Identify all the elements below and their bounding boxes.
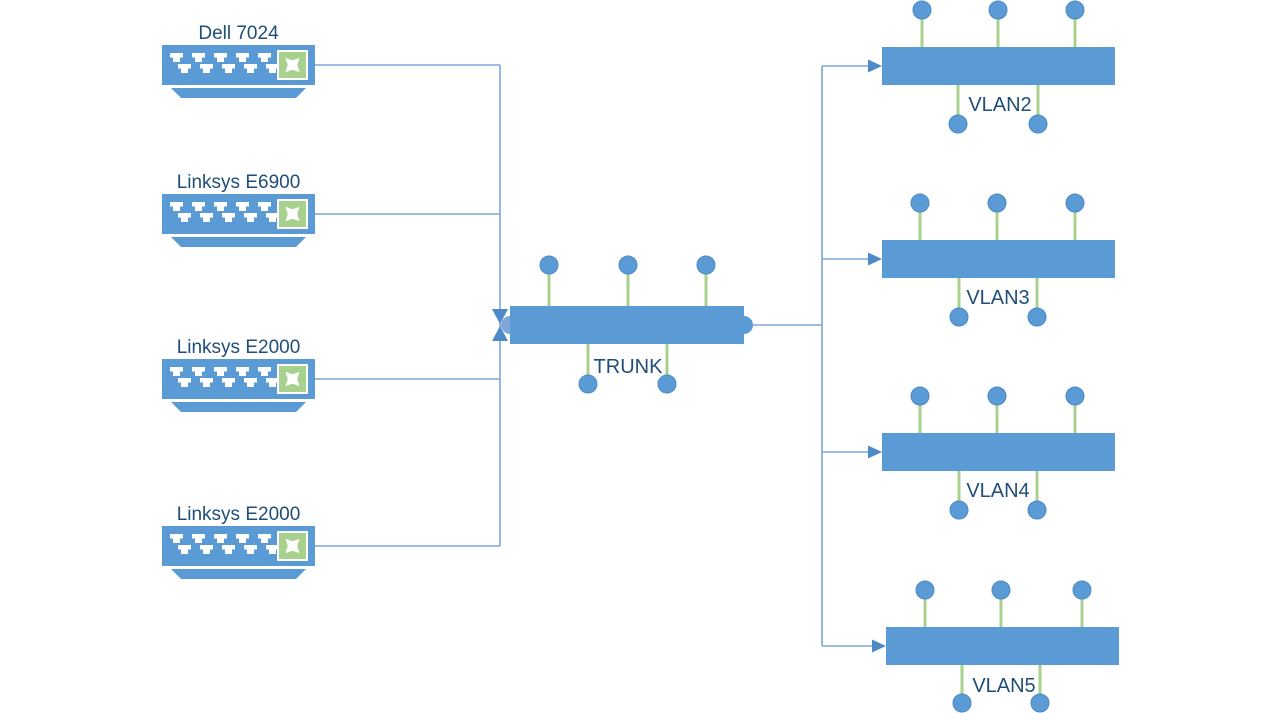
vlan-node bbox=[949, 500, 969, 520]
switch-label: Linksys E6900 bbox=[177, 172, 301, 193]
trunk-node bbox=[578, 374, 598, 394]
vlan-node bbox=[1065, 386, 1085, 406]
vlan-node bbox=[948, 114, 968, 134]
vlan5-segment: VLAN5 bbox=[886, 580, 1119, 713]
trunk-label: TRUNK bbox=[594, 356, 664, 378]
vlan-bar bbox=[882, 240, 1115, 278]
vlan-node bbox=[912, 0, 932, 20]
vlan-node bbox=[915, 580, 935, 600]
left-connector-nub-icon bbox=[501, 316, 510, 334]
vlan-bar bbox=[882, 47, 1115, 85]
trunk-segment: TRUNK bbox=[501, 255, 753, 394]
vlan-node bbox=[1027, 307, 1047, 327]
switch-device-2: Linksys E6900 bbox=[162, 172, 315, 247]
vlan-node bbox=[1072, 580, 1092, 600]
trunk-node bbox=[539, 255, 559, 275]
vlan-node bbox=[910, 386, 930, 406]
vlan-bar bbox=[886, 627, 1119, 665]
vlan3-segment: VLAN3 bbox=[882, 193, 1115, 327]
arrowhead-right-icon bbox=[872, 639, 886, 653]
vlan4-segment: VLAN4 bbox=[882, 386, 1115, 520]
switch-device-3: Linksys E2000 bbox=[162, 337, 315, 412]
arrowhead-right-icon bbox=[868, 445, 882, 459]
trunk-bar bbox=[510, 306, 744, 344]
switch-label: Dell 7024 bbox=[198, 23, 279, 44]
trunk-node bbox=[618, 255, 638, 275]
vlan-node bbox=[1030, 693, 1050, 713]
switch-device-4: Linksys E2000 bbox=[162, 504, 315, 579]
vlan-label: VLAN4 bbox=[966, 480, 1029, 502]
right-connector-nub-icon bbox=[744, 316, 753, 334]
switch-label: Linksys E2000 bbox=[177, 504, 301, 525]
vlan2-segment: VLAN2 bbox=[882, 0, 1115, 134]
vlan-node bbox=[987, 193, 1007, 213]
vlan-node bbox=[1027, 500, 1047, 520]
vlan-label: VLAN5 bbox=[972, 675, 1035, 697]
vlan-node bbox=[910, 193, 930, 213]
arrowhead-down-icon bbox=[492, 309, 508, 324]
vlan-node bbox=[987, 386, 1007, 406]
left-bus-connectors bbox=[315, 64, 508, 547]
arrowhead-right-icon bbox=[868, 59, 882, 73]
vlan-node bbox=[991, 580, 1011, 600]
vlan-node bbox=[988, 0, 1008, 20]
vlan-node bbox=[1065, 0, 1085, 20]
switch-device-1: Dell 7024 bbox=[162, 23, 315, 98]
vlan-bar bbox=[882, 433, 1115, 471]
vlan-node bbox=[1028, 114, 1048, 134]
switch-label: Linksys E2000 bbox=[177, 337, 301, 358]
vlan-label: VLAN3 bbox=[966, 287, 1029, 309]
right-bus-connectors bbox=[753, 59, 886, 653]
vlan-node bbox=[952, 693, 972, 713]
arrowhead-right-icon bbox=[868, 252, 882, 266]
trunk-node bbox=[657, 374, 677, 394]
trunk-node bbox=[696, 255, 716, 275]
vlan-node bbox=[1065, 193, 1085, 213]
vlan-node bbox=[949, 307, 969, 327]
vlan-label: VLAN2 bbox=[968, 94, 1031, 116]
arrowhead-up-icon bbox=[492, 326, 508, 341]
